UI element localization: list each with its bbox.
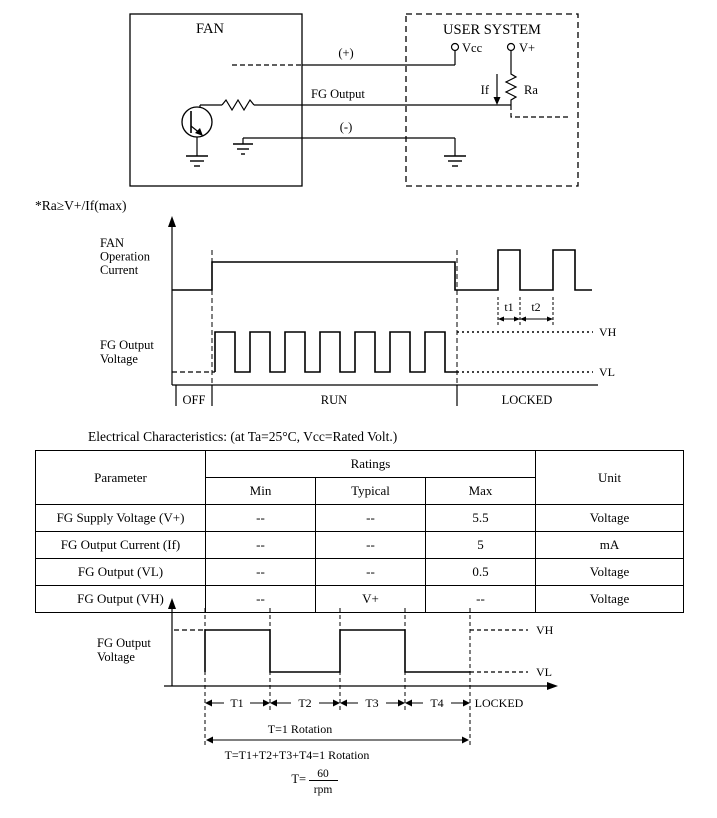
rotation-span-arrow bbox=[206, 736, 469, 744]
circuit-diagram: FAN USER SYSTEM FG Output bbox=[35, 13, 579, 213]
vl-label: VL bbox=[599, 365, 615, 379]
cell-min: -- bbox=[205, 531, 316, 559]
fg-voltage-waveform bbox=[172, 331, 593, 373]
cell-min: -- bbox=[205, 558, 316, 586]
table-row: FG Output (VL) -- -- 0.5 Voltage bbox=[35, 558, 684, 586]
t2-label: T2 bbox=[298, 696, 311, 710]
fg-output-label: FG Output bbox=[311, 87, 365, 101]
vplus-terminal: V+ bbox=[506, 41, 535, 70]
locked-label: LOCKED bbox=[475, 696, 524, 710]
if-label: If bbox=[481, 83, 490, 97]
cell-unit: mA bbox=[535, 531, 684, 559]
timing-diagram-operation: FAN Operation Current FG Output Voltage … bbox=[100, 216, 617, 407]
rotation-formula: T=T1+T2+T3+T4=1 Rotation bbox=[225, 748, 370, 762]
t4-label: T4 bbox=[430, 696, 443, 710]
cell-unit: Voltage bbox=[535, 585, 684, 613]
axes bbox=[168, 216, 598, 386]
ra-label: Ra bbox=[524, 83, 538, 97]
fg-voltage-waveform bbox=[174, 629, 528, 673]
fg-voltage-label: FG Output bbox=[100, 338, 154, 352]
electrical-characteristics-heading: Electrical Characteristics: (at Ta=25°C,… bbox=[88, 429, 398, 444]
fg-voltage-label: Voltage bbox=[100, 352, 138, 366]
phase-off-label: OFF bbox=[183, 393, 206, 407]
vplus-label: V+ bbox=[519, 41, 535, 55]
cell-max: 0.5 bbox=[425, 558, 536, 586]
vl-label: VL bbox=[536, 665, 552, 679]
fg-output-wire: FG Output bbox=[200, 87, 511, 112]
t1-t2-markers: t1 t2 bbox=[497, 297, 554, 325]
vh-label: VH bbox=[536, 623, 554, 637]
cell-typical: -- bbox=[315, 531, 426, 559]
fan-label: FAN bbox=[196, 21, 224, 37]
vcc-label: Vcc bbox=[462, 41, 483, 55]
col-header-typical: Typical bbox=[315, 477, 426, 505]
fan-current-label: Current bbox=[100, 263, 139, 277]
cell-typical: -- bbox=[315, 558, 426, 586]
fan-box: FAN bbox=[129, 13, 303, 187]
col-header-max: Max bbox=[425, 477, 536, 505]
minus-wire: (-) bbox=[243, 120, 456, 156]
minus-label: (-) bbox=[340, 120, 353, 134]
fraction-denominator: rpm bbox=[314, 784, 333, 796]
plus-wire: (+) bbox=[232, 46, 456, 66]
fg-voltage-label: FG Output bbox=[97, 636, 151, 650]
cell-parameter: FG Output (VH) bbox=[35, 585, 206, 613]
cell-max: 5.5 bbox=[425, 504, 536, 532]
cell-unit: Voltage bbox=[535, 558, 684, 586]
user-system-label: USER SYSTEM bbox=[443, 22, 541, 38]
cell-typical: -- bbox=[315, 504, 426, 532]
cell-parameter: FG Output (VL) bbox=[35, 558, 206, 586]
fan-current-label: Operation bbox=[100, 250, 151, 264]
if-current-arrow: If bbox=[481, 74, 501, 105]
transition-guides bbox=[204, 608, 471, 747]
timing-diagram-rotation: FG Output Voltage VH VL bbox=[97, 598, 558, 796]
ra-note: *Ra≥V+/If(max) bbox=[35, 198, 127, 213]
col-header-unit: Unit bbox=[535, 450, 684, 505]
col-header-min: Min bbox=[205, 477, 316, 505]
t1-label: t1 bbox=[504, 300, 513, 314]
t2-label: t2 bbox=[531, 300, 540, 314]
table-row: FG Supply Voltage (V+) -- -- 5.5 Voltage bbox=[35, 504, 684, 532]
col-header-parameter: Parameter bbox=[35, 450, 206, 505]
cell-max: 5 bbox=[425, 531, 536, 559]
ground-icon bbox=[233, 138, 253, 155]
table-row: FG Output (VH) -- V+ -- Voltage bbox=[35, 585, 684, 613]
col-header-ratings: Ratings bbox=[205, 450, 536, 478]
t-interval-arrows bbox=[205, 699, 470, 707]
rpm-formula: T= 60 rpm bbox=[291, 768, 338, 796]
cell-min: -- bbox=[205, 585, 316, 613]
cell-parameter: FG Supply Voltage (V+) bbox=[35, 504, 206, 532]
phase-locked-label: LOCKED bbox=[502, 393, 553, 407]
ra-resistor: Ra bbox=[504, 70, 568, 118]
phase-boundaries bbox=[175, 250, 458, 406]
vcc-terminal: Vcc bbox=[450, 41, 483, 55]
rotation-label: T=1 Rotation bbox=[268, 722, 332, 736]
fan-current-waveform bbox=[172, 249, 592, 291]
t-equals-label: T= bbox=[291, 772, 306, 786]
cell-min: -- bbox=[205, 504, 316, 532]
user-system-box: USER SYSTEM bbox=[405, 13, 579, 187]
fan-current-label: FAN bbox=[100, 236, 124, 250]
cell-unit: Voltage bbox=[535, 504, 684, 532]
table-row: FG Output Current (If) -- -- 5 mA bbox=[35, 531, 684, 559]
table-header-row: Parameter Ratings Unit bbox=[35, 450, 684, 505]
phase-run-label: RUN bbox=[321, 393, 347, 407]
vh-label: VH bbox=[599, 325, 617, 339]
plus-label: (+) bbox=[338, 46, 353, 60]
transistor-icon bbox=[181, 105, 213, 138]
electrical-characteristics-table: Parameter Ratings Unit Min Typical Max F… bbox=[35, 450, 684, 613]
axes bbox=[164, 598, 558, 690]
t1-label: T1 bbox=[230, 696, 243, 710]
fg-voltage-label: Voltage bbox=[97, 650, 135, 664]
ground-icon bbox=[444, 155, 466, 167]
fraction-numerator: 60 bbox=[317, 768, 329, 780]
cell-parameter: FG Output Current (If) bbox=[35, 531, 206, 559]
t3-label: T3 bbox=[365, 696, 378, 710]
cell-max: -- bbox=[425, 585, 536, 613]
ground-icon bbox=[186, 137, 208, 167]
cell-typical: V+ bbox=[315, 585, 426, 613]
